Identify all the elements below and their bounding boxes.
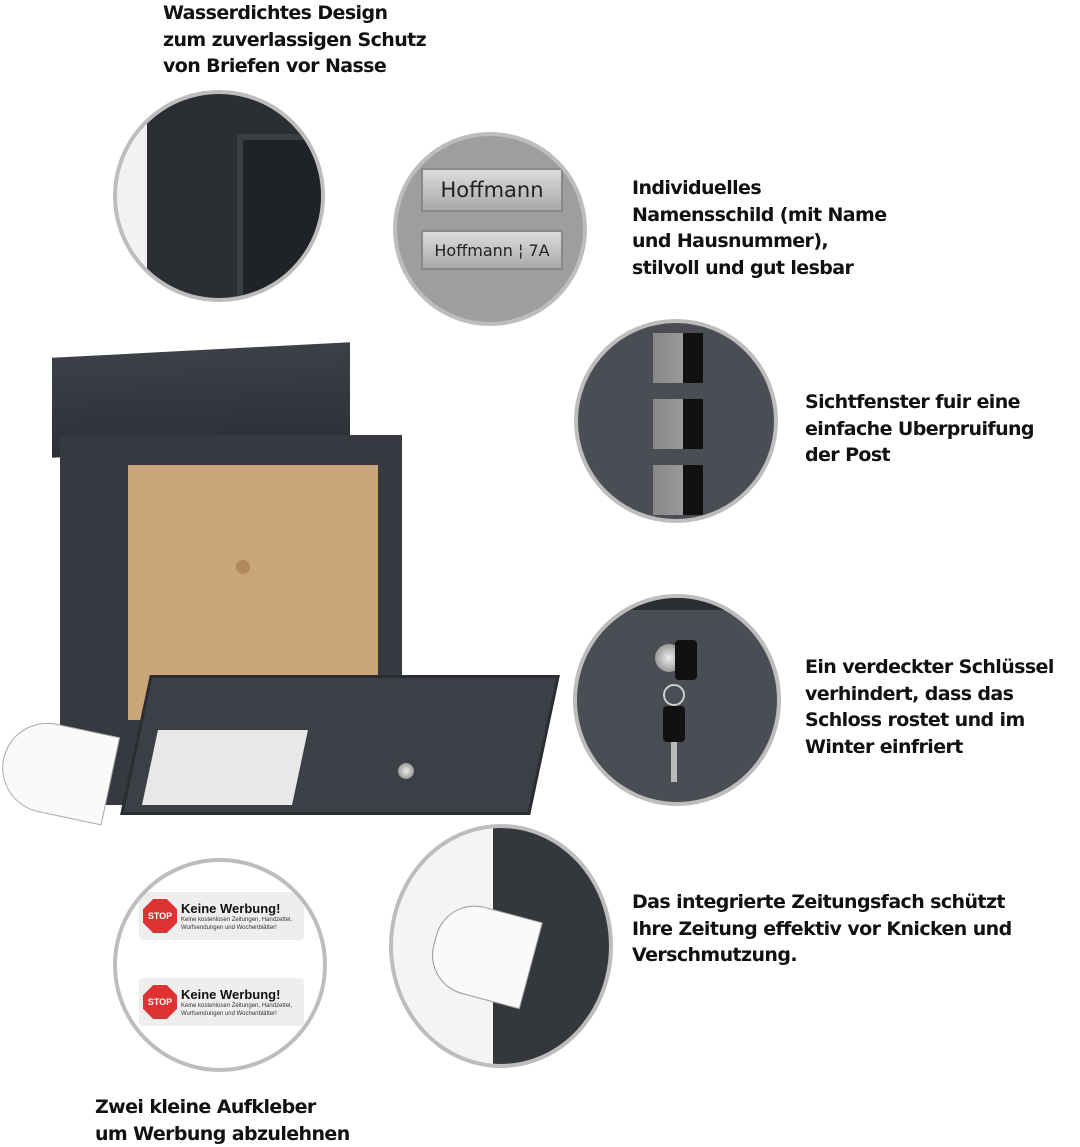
nameplate-detail-image: Hoffmann Hoffmann ¦ 7A bbox=[393, 132, 587, 326]
waterproof-detail-image bbox=[113, 90, 325, 302]
viewing-window bbox=[653, 465, 703, 515]
viewing-window bbox=[653, 333, 703, 383]
caption-line: Zwei kleine Aufkleber bbox=[95, 1094, 350, 1121]
caption-line: einfache Uberpruifung bbox=[805, 416, 1034, 443]
caption-line: verhindert, dass das bbox=[805, 681, 1054, 708]
lock-icon bbox=[398, 763, 414, 779]
sticker-title: Keine Werbung! bbox=[181, 901, 304, 916]
caption-newspaper: Das integrierte Zeitungsfach schützt Ihr… bbox=[632, 889, 1012, 969]
caption-line: um Werbung abzulehnen bbox=[95, 1121, 350, 1147]
caption-line: Schloss rostet und im bbox=[805, 707, 1054, 734]
caption-line: und Hausnummer), bbox=[632, 228, 886, 255]
viewing-window bbox=[653, 399, 703, 449]
nameplate-1: Hoffmann bbox=[421, 168, 563, 212]
caption-line: zum zuverlassigen Schutz bbox=[163, 27, 426, 54]
caption-line: Ihre Zeitung effektiv vor Knicken und bbox=[632, 916, 1012, 943]
window-detail-image bbox=[574, 319, 778, 523]
caption-nameplate: Individuelles Namensschild (mit Name und… bbox=[632, 175, 886, 281]
window-strip bbox=[142, 730, 308, 805]
no-ads-sticker: STOP Keine Werbung!Keine kostenlosen Zei… bbox=[139, 978, 304, 1026]
caption-line: Individuelles bbox=[632, 175, 886, 202]
caption-stickers: Zwei kleine Aufkleber um Werbung abzuleh… bbox=[95, 1094, 350, 1147]
lid-edge bbox=[577, 598, 777, 610]
caption-line: Sichtfenster fuir eine bbox=[805, 389, 1034, 416]
caption-line: stilvoll und gut lesbar bbox=[632, 255, 886, 282]
caption-line: Namensschild (mit Name bbox=[632, 202, 886, 229]
caption-lock: Ein verdeckter Schlüssel verhindert, das… bbox=[805, 654, 1054, 760]
envelope-button bbox=[236, 560, 250, 574]
caption-line: Winter einfriert bbox=[805, 734, 1054, 761]
key-icon bbox=[663, 706, 685, 742]
caption-window: Sichtfenster fuir eine einfache Uberprui… bbox=[805, 389, 1034, 469]
caption-line: Verschmutzung. bbox=[632, 942, 1012, 969]
sticker-text: Keine kostenlosen Zeitungen, Handzettel,… bbox=[181, 1002, 304, 1018]
caption-waterproof: Wasserdichtes Design zum zuverlassigen S… bbox=[163, 0, 426, 80]
sticker-detail-image: STOP Keine Werbung!Keine kostenlosen Zei… bbox=[113, 858, 327, 1072]
key-icon bbox=[675, 640, 697, 680]
stop-sign-icon: STOP bbox=[143, 899, 177, 933]
caption-line: von Briefen vor Nasse bbox=[163, 53, 426, 80]
no-ads-sticker: STOP Keine Werbung!Keine kostenlosen Zei… bbox=[139, 892, 304, 940]
caption-line: der Post bbox=[805, 442, 1034, 469]
nameplate-2: Hoffmann ¦ 7A bbox=[421, 230, 563, 270]
caption-line: Wasserdichtes Design bbox=[163, 0, 426, 27]
mailbox-product-image bbox=[50, 345, 550, 835]
key-blade bbox=[671, 742, 677, 782]
caption-line: Ein verdeckter Schlüssel bbox=[805, 654, 1054, 681]
key-ring bbox=[663, 684, 685, 706]
caption-line: Das integrierte Zeitungsfach schützt bbox=[632, 889, 1012, 916]
stop-sign-icon: STOP bbox=[143, 985, 177, 1019]
lock-detail-image bbox=[573, 594, 781, 806]
sticker-text: Keine kostenlosen Zeitungen, Handzettel,… bbox=[181, 916, 304, 932]
newspaper-holder-detail-image bbox=[389, 824, 613, 1068]
door-edge bbox=[237, 134, 325, 302]
sticker-title: Keine Werbung! bbox=[181, 987, 304, 1002]
